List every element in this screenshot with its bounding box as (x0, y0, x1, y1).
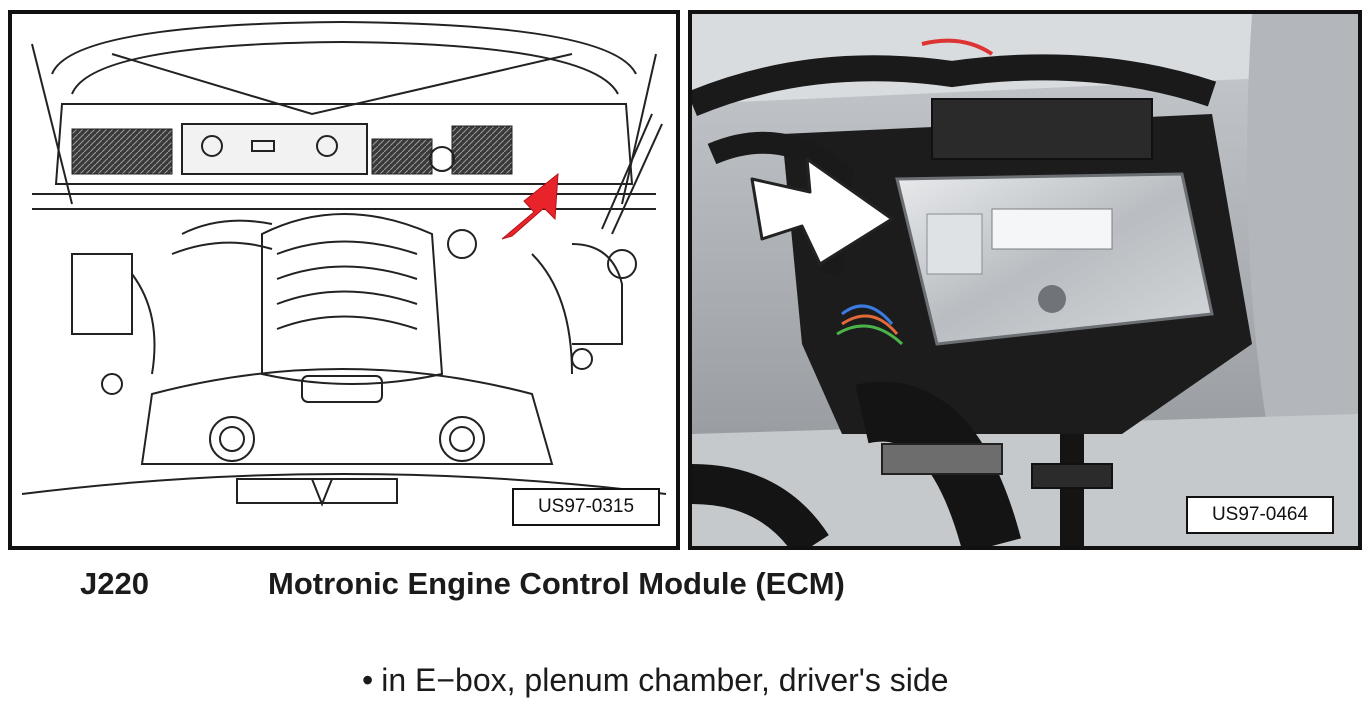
engine-bay-drawing (21, 20, 667, 507)
location-description: •in E−box, plenum chamber, driver's side (362, 662, 948, 699)
engine-bay-illustration: US97-0315 (8, 10, 680, 550)
component-code: J220 (80, 566, 149, 601)
ecm-photo-drawing (692, 14, 1358, 546)
ecm-location-photo: US97-0464 (688, 10, 1362, 550)
location-text: in E−box, plenum chamber, driver's side (381, 662, 949, 698)
location-arrow-red (501, 172, 559, 240)
component-name: Motronic Engine Control Module (ECM) (268, 566, 845, 601)
location-arrow-white (750, 157, 894, 266)
bullet-icon: • (362, 662, 374, 698)
photo-reference-label: US97-0464 (1186, 496, 1334, 534)
illustration-reference-label: US97-0315 (512, 488, 660, 526)
